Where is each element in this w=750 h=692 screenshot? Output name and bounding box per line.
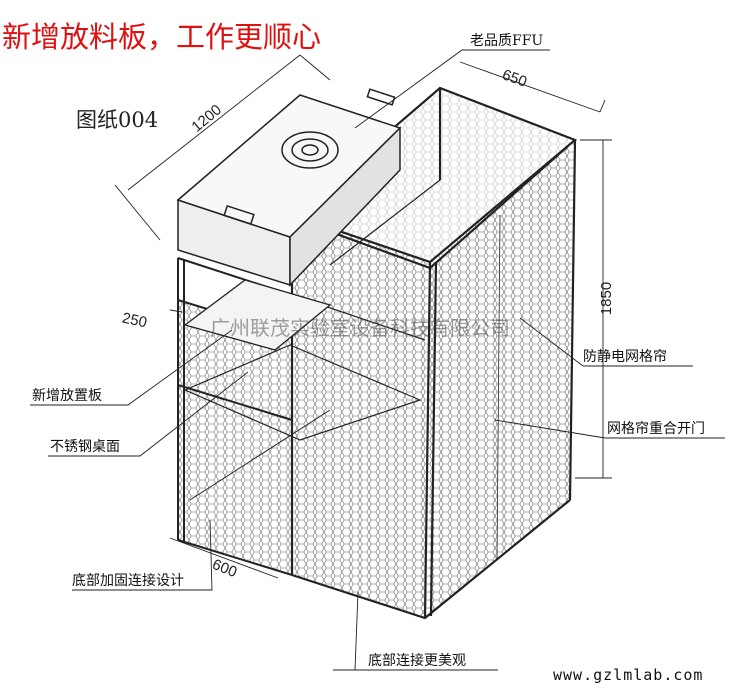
mesh-panels: [178, 88, 575, 618]
table-frame: [177, 257, 422, 576]
dimension-lines: [30, 49, 725, 671]
dim-1850: 1850: [598, 281, 616, 316]
drawing-number: 图纸004: [76, 108, 159, 132]
callout-ffu: 老品质FFU: [470, 33, 544, 49]
callout-bottom-connect: 底部连接更美观: [368, 653, 466, 669]
callout-door: 网格帘重合开门: [607, 421, 705, 437]
callout-shelf: 新增放置板: [32, 388, 102, 404]
callout-curtain: 防静电网格帘: [583, 349, 667, 365]
watermark: 广州联茂实验室设备科技有限公司: [210, 316, 510, 340]
fan-guard-icon: [281, 131, 339, 169]
callout-desk: 不锈钢桌面: [50, 439, 120, 455]
headline: 新增放料板，工作更顺心: [2, 20, 322, 54]
website-url: www.gzlmlab.com: [553, 666, 704, 684]
ffu-unit: [176, 88, 402, 287]
handle-icon: [223, 204, 255, 226]
tall-frame: [290, 86, 578, 620]
callout-bottom-reinforce: 底部加固连接设计: [72, 573, 184, 589]
